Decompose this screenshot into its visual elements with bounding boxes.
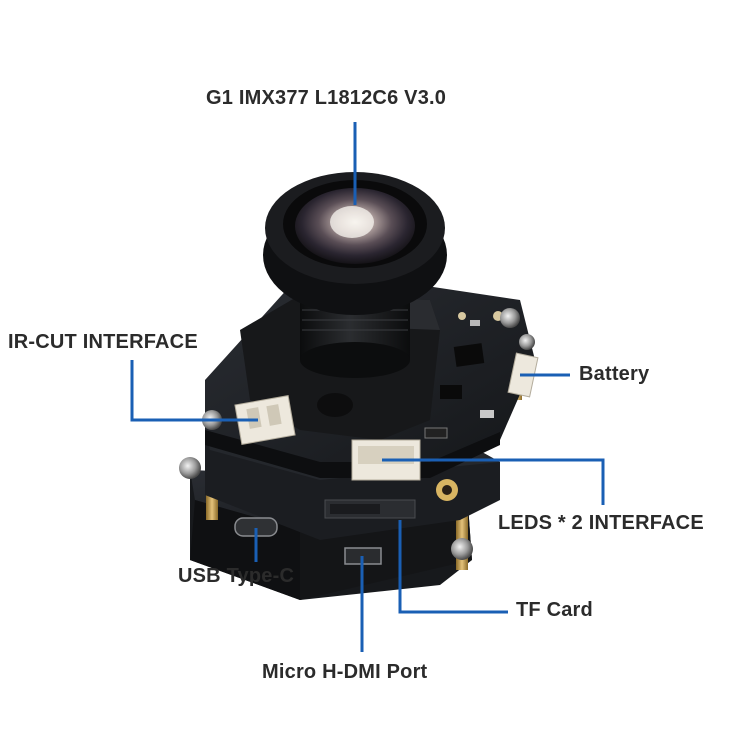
model-label: G1 IMX377 L1812C6 V3.0	[206, 87, 447, 109]
callout-ircut	[130, 360, 258, 422]
leds-interface-label: LEDS * 2 INTERFACE	[498, 512, 704, 534]
callout-lines	[130, 122, 605, 652]
ir-cut-interface-label: IR-CUT INTERFACE	[8, 331, 198, 353]
battery-label: Battery	[579, 363, 650, 385]
connectors	[234, 352, 539, 565]
screws	[179, 308, 535, 560]
callout-tf	[398, 520, 508, 614]
tf-card-label: TF Card	[516, 599, 593, 621]
lens-barrel	[263, 172, 447, 378]
micro-hdmi-port-label: Micro H-DMI Port	[262, 661, 428, 683]
callout-leds	[382, 458, 605, 505]
usb-type-c-label: USB Type-C	[178, 565, 295, 587]
